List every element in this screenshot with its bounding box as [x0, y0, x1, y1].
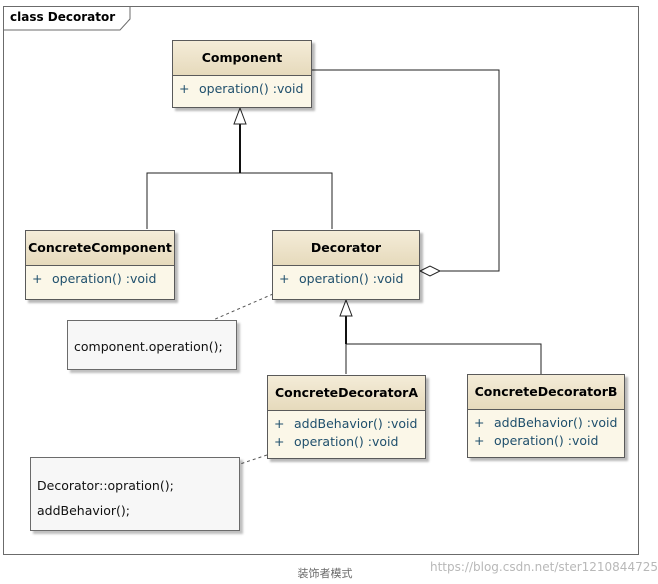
generalization-concrete-component [146, 172, 240, 229]
generalization-decorator [240, 172, 333, 229]
operation-row: +operation() :void [474, 433, 599, 448]
generalization-decorator-b [346, 343, 542, 374]
note-anchor-decorator [212, 293, 274, 321]
frame-tab [4, 7, 131, 31]
operation-row: +operation() :void [274, 434, 399, 449]
operation-row: +operation() :void [179, 81, 304, 96]
operation-row: +addBehavior() :void [474, 415, 618, 430]
note-decorator: component.operation(); [67, 320, 237, 370]
generalization-arrowhead-decorator [339, 298, 353, 317]
operation-row: +addBehavior() :void [274, 416, 418, 431]
frame-title: class Decorator [10, 10, 116, 24]
aggregation-decorator-component [311, 69, 500, 272]
note-anchor-decorator-a [227, 454, 268, 469]
class-component[interactable]: Component +operation() :void [172, 40, 312, 108]
class-name: ConcreteComponent [26, 231, 174, 266]
note-line: Decorator::opration(); [37, 478, 174, 493]
note-line: component.operation(); [74, 339, 223, 354]
class-decorator[interactable]: Decorator +operation() :void [272, 230, 420, 300]
operation-row: +operation() :void [32, 271, 157, 286]
note-line: addBehavior(); [37, 503, 130, 518]
class-name: Component [173, 41, 311, 76]
class-concrete-decorator-a[interactable]: ConcreteDecoratorA +addBehavior() :void … [267, 375, 426, 459]
aggregation-diamond [418, 265, 442, 277]
note-decorator-a: Decorator::opration(); addBehavior(); [30, 457, 240, 531]
generalization-arrowhead-component [233, 106, 247, 125]
figure-caption: 装饰者模式 [297, 567, 353, 580]
operation-row: +operation() :void [279, 271, 404, 286]
class-concrete-decorator-b[interactable]: ConcreteDecoratorB +addBehavior() :void … [467, 374, 625, 458]
class-name: ConcreteDecoratorB [468, 375, 624, 410]
class-concrete-component[interactable]: ConcreteComponent +operation() :void [25, 230, 175, 300]
class-name: Decorator [273, 231, 419, 266]
watermark: https://blog.csdn.net/ster1210844725 [430, 560, 658, 574]
class-name: ConcreteDecoratorA [268, 376, 425, 411]
